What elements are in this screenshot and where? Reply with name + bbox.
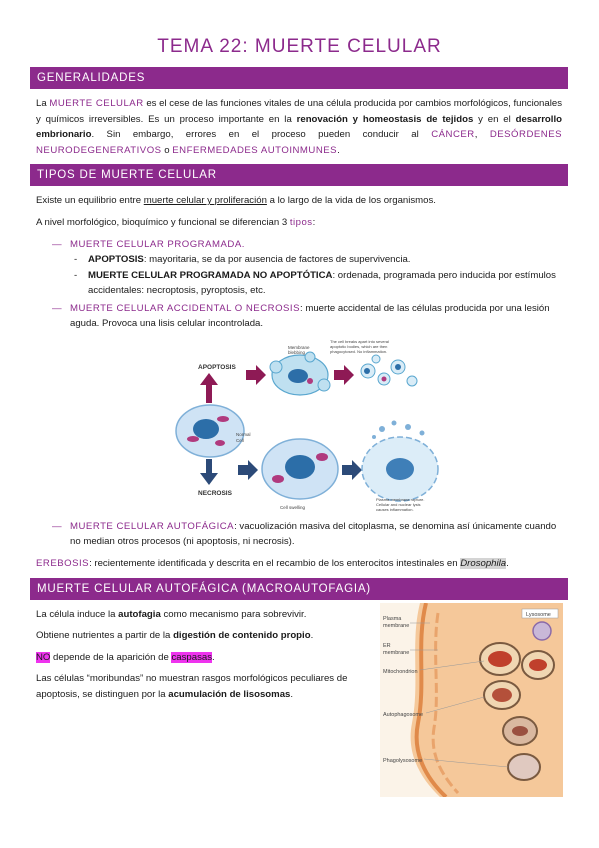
- apoptotic-bodies-illustration: [360, 354, 418, 387]
- apoptosis-necrosis-figure: Normal Cell APOPTOSIS Membrane blebbing: [175, 339, 439, 512]
- auto-line-1: La célula induce la autofagia como mecan…: [36, 609, 307, 620]
- lysosome-illustration: [532, 621, 552, 641]
- auto-line-5: apoptosis, se distinguen por la acumulac…: [36, 689, 294, 700]
- blebbing-cell-illustration: [269, 351, 331, 396]
- tipos-intro-1: Existe un equilibrio entre muerte celula…: [36, 195, 436, 206]
- normal-label: Normal: [236, 432, 251, 437]
- bullet-autofagica-cont: no median otros procesos (ni apoptosis, …: [70, 536, 295, 547]
- apoptotic-caption-1: The cell breaks apart into several: [330, 339, 389, 344]
- lysosome-label: Lysosome: [526, 612, 551, 618]
- bullet-necrosis: —MUERTE CELULAR ACCIDENTAL O NECROSIS: m…: [52, 303, 550, 314]
- auto-line-2: Obtiene nutrientes a partir de la digest…: [36, 630, 314, 641]
- generalidades-paragraph: La MUERTE CELULAR es el cese de las func…: [36, 98, 562, 156]
- subbullet-apoptosis: -APOPTOSIS: mayoritaria, se da por ausen…: [74, 254, 411, 265]
- autophagy-figure: Lysosome Plasma membrane ER membrane Mit…: [380, 603, 563, 797]
- er-membrane-label: membrane: [383, 650, 409, 656]
- subbullet-no-apoptotica-cont: accidentales: necroptosis, pyroptosis, e…: [88, 285, 266, 296]
- ruptured-cell-illustration: [361, 420, 439, 502]
- cell-label: Cell: [236, 438, 244, 443]
- erebosis-paragraph: EREBOSIS: recientemente identificada y d…: [36, 558, 509, 569]
- apoptosis-right-arrow-2: [334, 365, 354, 385]
- swollen-cell-illustration: [261, 438, 339, 500]
- necrosis-caption-2: Cellular and nuclear lysis: [376, 502, 420, 507]
- necrosis-right-arrow: [238, 460, 258, 480]
- plasma-label: Plasma: [383, 616, 402, 622]
- necrosis-label: NECROSIS: [198, 490, 233, 497]
- apoptosis-arrow: [206, 383, 212, 403]
- apoptotic-caption-2: apoptotic bodies, which are then: [330, 344, 387, 349]
- autophagosome-label: Autophagosome: [383, 712, 423, 718]
- blebbing-label: blebbing: [288, 350, 306, 355]
- section-header-generalidades: GENERALIDADES: [30, 67, 568, 89]
- auto-line-3: NO depende de la aparición de caspasas.: [36, 652, 215, 663]
- section-header-tipos: TIPOS DE MUERTE CELULAR: [30, 164, 568, 186]
- bullet-autofagica: —MUERTE CELULAR AUTOFÁGICA: vacuolizació…: [52, 521, 557, 532]
- section-header-autofagica: MUERTE CELULAR AUTOFÁGICA (MACROAUTOFAGI…: [30, 578, 568, 600]
- phagolysosome-label: Phagolysosome: [383, 758, 422, 764]
- normal-cell-illustration: [175, 404, 245, 458]
- subbullet-no-apoptotica: -MUERTE CELULAR PROGRAMADA NO APOPTÓTICA…: [74, 270, 556, 281]
- auto-line-4: Las células “moribundas” no muestran ras…: [36, 673, 348, 684]
- necrosis-caption-3: causes inflammation.: [376, 507, 414, 512]
- tipos-intro-2: A nivel morfológico, bioquímico y funcio…: [36, 217, 316, 228]
- page-title: TEMA 22: MUERTE CELULAR: [157, 36, 442, 57]
- necrosis-right-arrow-2: [342, 460, 362, 480]
- er-label: ER: [383, 643, 391, 649]
- apoptotic-caption-3: phagocytosed. No inflammation.: [330, 349, 387, 354]
- necrosis-arrow: [206, 459, 212, 475]
- bullet-programada: —MUERTE CELULAR PROGRAMADA.: [52, 239, 245, 250]
- mitochondrion-label: Mitochondrion: [383, 669, 418, 675]
- apoptosis-label: APOPTOSIS: [198, 364, 236, 371]
- cell-swelling-label: Cell swelling: [280, 505, 306, 510]
- plasma-membrane-label: membrane: [383, 623, 409, 629]
- bullet-necrosis-cont: aguda. Provoca una lisis celular incontr…: [70, 318, 264, 329]
- autophagosome-illustration: [479, 642, 555, 710]
- necrosis-caption-1: Plasma membrane rupture.: [376, 497, 424, 502]
- apoptosis-right-arrow: [246, 365, 266, 385]
- membrane-label: Membrane: [288, 345, 310, 350]
- phagolysosome-illustration: [502, 716, 541, 781]
